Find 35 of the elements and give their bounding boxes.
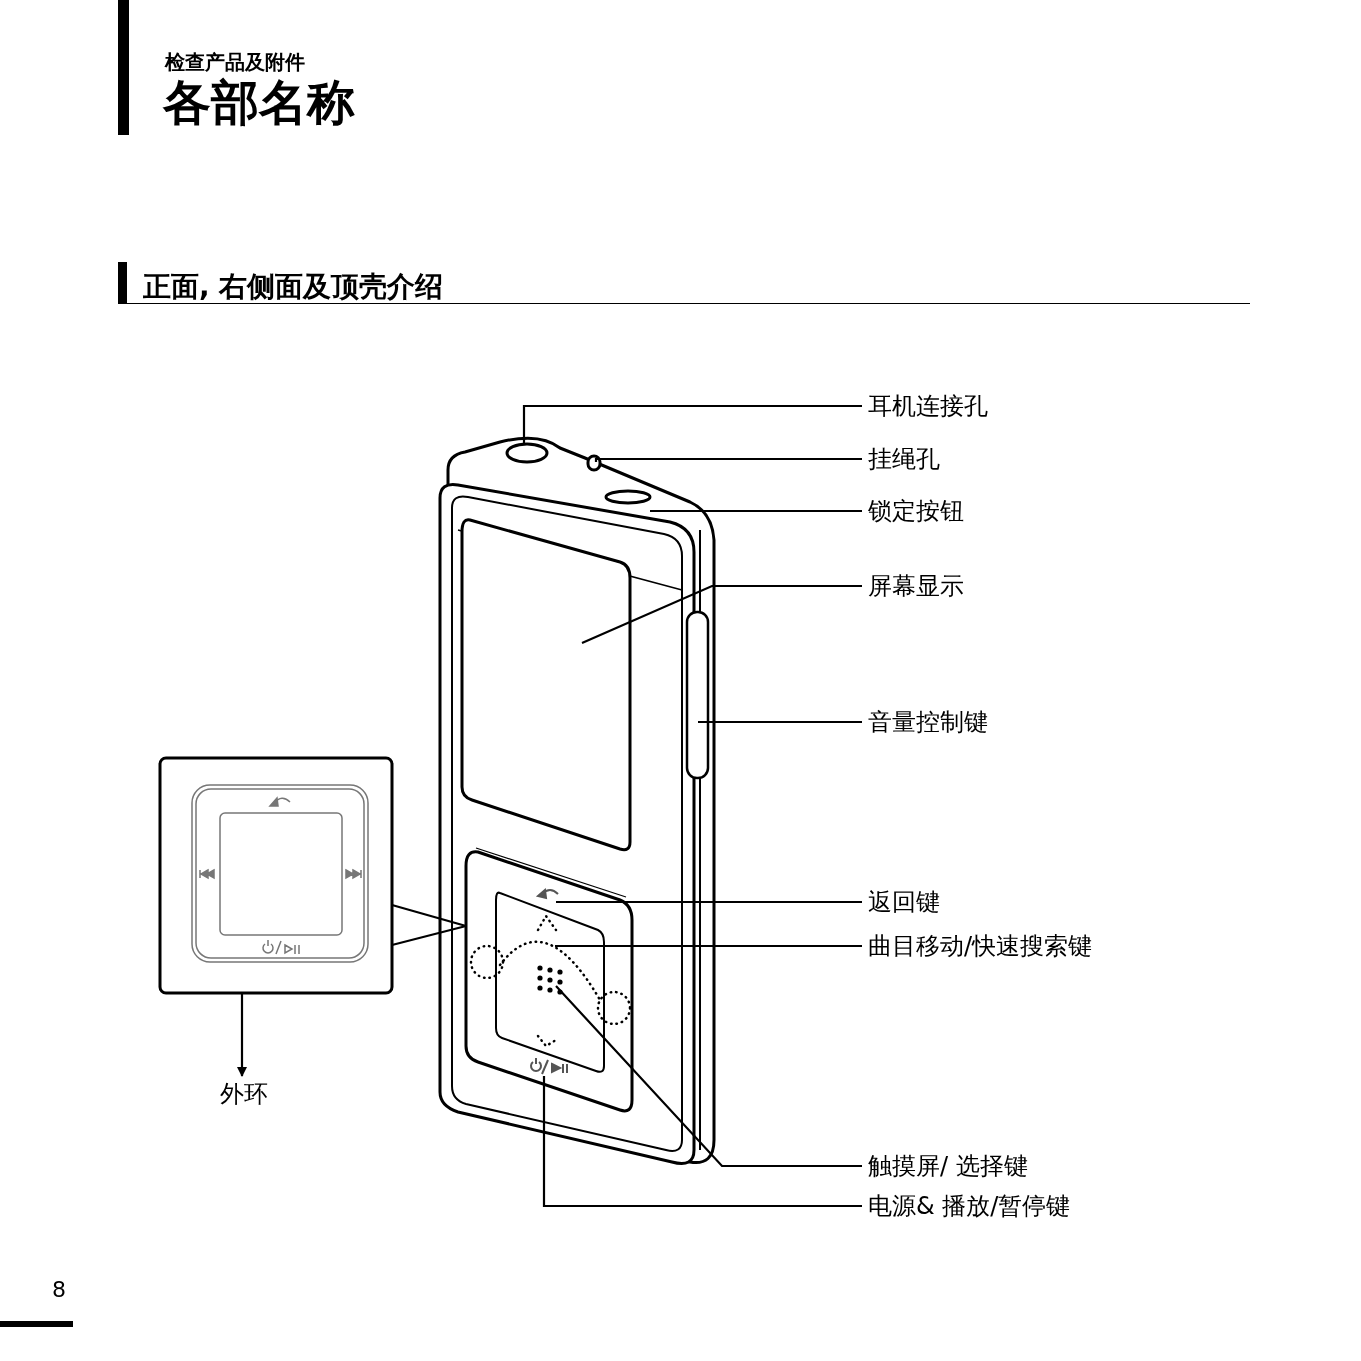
leader-line xyxy=(522,404,862,444)
callout-label: 曲目移动/快速搜索键 xyxy=(868,932,1093,961)
leader-line xyxy=(556,900,862,904)
earphone-jack xyxy=(505,442,549,464)
hold-switch xyxy=(604,489,652,505)
callout-label: 耳机连接孔 xyxy=(868,392,988,421)
dot-grid-icon xyxy=(537,965,563,995)
leader-line xyxy=(698,720,862,724)
screen xyxy=(460,518,632,852)
leader-line xyxy=(581,584,862,644)
callout-label: 触摸屏/ 选择键 xyxy=(868,1152,1028,1181)
callout-label: 锁定按钮 xyxy=(868,497,964,526)
strap-hole xyxy=(586,454,602,472)
dotted-touch-area xyxy=(469,913,632,1048)
leader-line xyxy=(555,985,862,1168)
leader-line xyxy=(542,1076,862,1208)
callout-label: 返回键 xyxy=(868,888,940,917)
callout-label: 挂绳孔 xyxy=(868,445,940,474)
callout-label: 电源& 播放/暂停键 xyxy=(868,1192,1071,1221)
page-title: 各部名称 xyxy=(163,74,355,132)
back-arrow-icon xyxy=(535,888,559,900)
touch-panel-ring xyxy=(464,850,634,1113)
callout-label: 外环 xyxy=(220,1080,268,1109)
section-heading: 正面, 右侧面及顶壳介绍 xyxy=(143,270,444,304)
callout-label: 屏幕显示 xyxy=(868,572,964,601)
volume-key xyxy=(685,610,710,780)
section-header: 检查产品及附件 xyxy=(165,50,305,74)
leader-line xyxy=(594,457,862,462)
power-play-icon xyxy=(530,1057,568,1075)
zoom-lines xyxy=(390,903,468,947)
inset-box xyxy=(158,756,394,995)
page-number: 8 xyxy=(52,1277,66,1304)
callout-label: 音量控制键 xyxy=(868,708,988,737)
arrow xyxy=(237,993,247,1077)
leader-line xyxy=(555,944,862,948)
